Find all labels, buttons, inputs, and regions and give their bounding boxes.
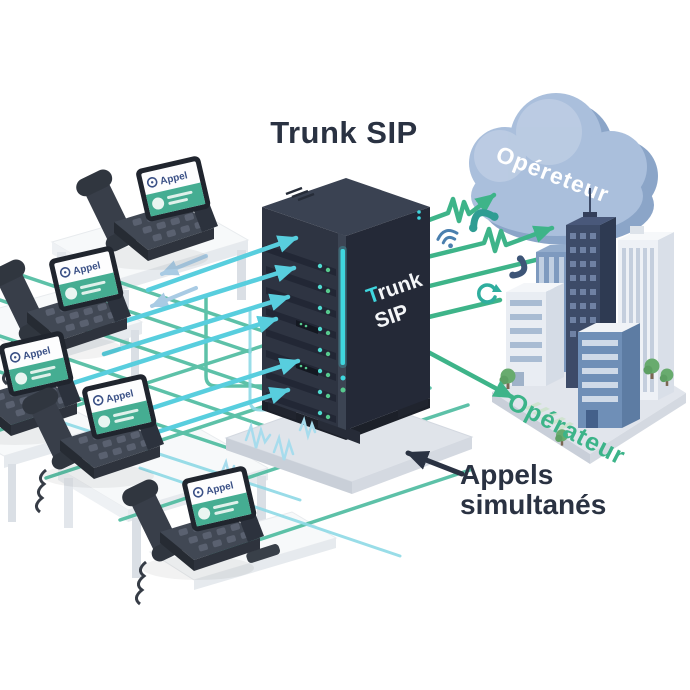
signal-waveforms <box>220 415 317 483</box>
building-white-left <box>506 283 564 386</box>
desk-phone: Appel <box>0 328 83 471</box>
desk-phone: Appel <box>117 463 266 606</box>
desk-phone: Appel <box>71 153 220 296</box>
rack-leds <box>317 263 331 420</box>
annotation-line1: Appels <box>460 459 553 490</box>
annotation-arrow <box>405 450 465 477</box>
crosswalk <box>524 402 574 430</box>
green-arrow-to-cloud-1 <box>407 192 497 230</box>
sync-arrows-icon <box>477 283 502 304</box>
operator-cloud: Opéreteur <box>469 93 658 245</box>
phone-handset-icon <box>469 209 499 233</box>
green-line-3 <box>410 253 555 293</box>
platform-side-left <box>492 392 590 464</box>
inbound-call-arrows <box>67 235 301 449</box>
accent-strip <box>340 249 345 365</box>
arrow-to-operator <box>425 349 515 400</box>
sip-trunk-server-rack: Trunk SIP <box>262 178 430 444</box>
desk-phone: Appel <box>0 243 133 386</box>
platform-side-right <box>590 393 686 464</box>
desk-phone: Appel <box>17 371 166 514</box>
annotation-line2: simultanés <box>460 489 606 520</box>
wifi-signal-icon <box>436 229 459 249</box>
page-title: Trunk SIP <box>270 115 417 150</box>
rack-side <box>346 207 430 430</box>
cloud-highlight <box>474 99 582 182</box>
operator-buildings <box>492 188 686 464</box>
green-arrow-to-cloud-2 <box>412 225 555 263</box>
building-blue-front <box>578 323 640 428</box>
incoming-call-icon <box>509 255 528 279</box>
remote-handset <box>246 544 280 563</box>
